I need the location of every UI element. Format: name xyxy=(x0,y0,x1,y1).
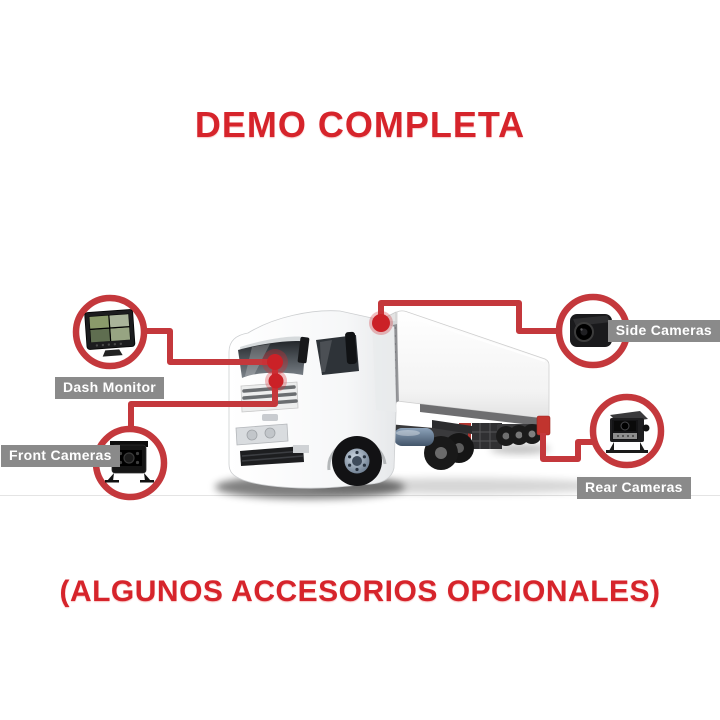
mirror-right xyxy=(297,336,310,364)
connector-side-cameras xyxy=(378,300,558,334)
camera-position-markers xyxy=(262,311,393,392)
sun-visor xyxy=(240,336,307,352)
dash-monitor-label: Dash Monitor xyxy=(55,377,165,399)
tractor-chassis xyxy=(388,420,474,470)
rear-camera-icon xyxy=(606,411,650,453)
quad-view-monitor-icon xyxy=(84,309,136,357)
front-wheel xyxy=(327,436,387,486)
mirror-side xyxy=(345,331,357,365)
bumper-intake xyxy=(240,445,309,466)
page-title: DEMO COMPLETA xyxy=(194,104,526,145)
cab-side-deflector xyxy=(372,320,396,412)
side-cameras-label: Side Cameras xyxy=(607,320,720,342)
marker-trailer-top-dot xyxy=(372,314,390,332)
headlight xyxy=(235,423,289,446)
rear-cameras-label: Rear Cameras xyxy=(577,477,691,499)
front-camera-icon xyxy=(105,441,154,483)
trailer-side xyxy=(396,310,550,420)
fuel-tank xyxy=(394,428,434,446)
dash-monitor-callout xyxy=(72,294,148,370)
truck-illustration xyxy=(228,310,551,489)
trailer-wheels xyxy=(496,424,542,446)
truck-cab xyxy=(228,310,397,489)
trailer-bottom-skirt xyxy=(420,404,549,427)
bottom-caption: (ALGUNOS ACCESORIOS OPCIONALES) xyxy=(59,575,661,608)
rear-marker-plate xyxy=(536,415,551,436)
rear-cameras-callout xyxy=(589,393,665,469)
marker-windshield-dot xyxy=(267,354,283,370)
connector-dash-monitor xyxy=(146,328,272,365)
marker-grille-dot xyxy=(268,373,284,389)
front-cameras-label: Front Cameras xyxy=(1,445,120,467)
connector-rear-cameras xyxy=(540,433,593,462)
trailer-top-highlight xyxy=(398,312,546,362)
